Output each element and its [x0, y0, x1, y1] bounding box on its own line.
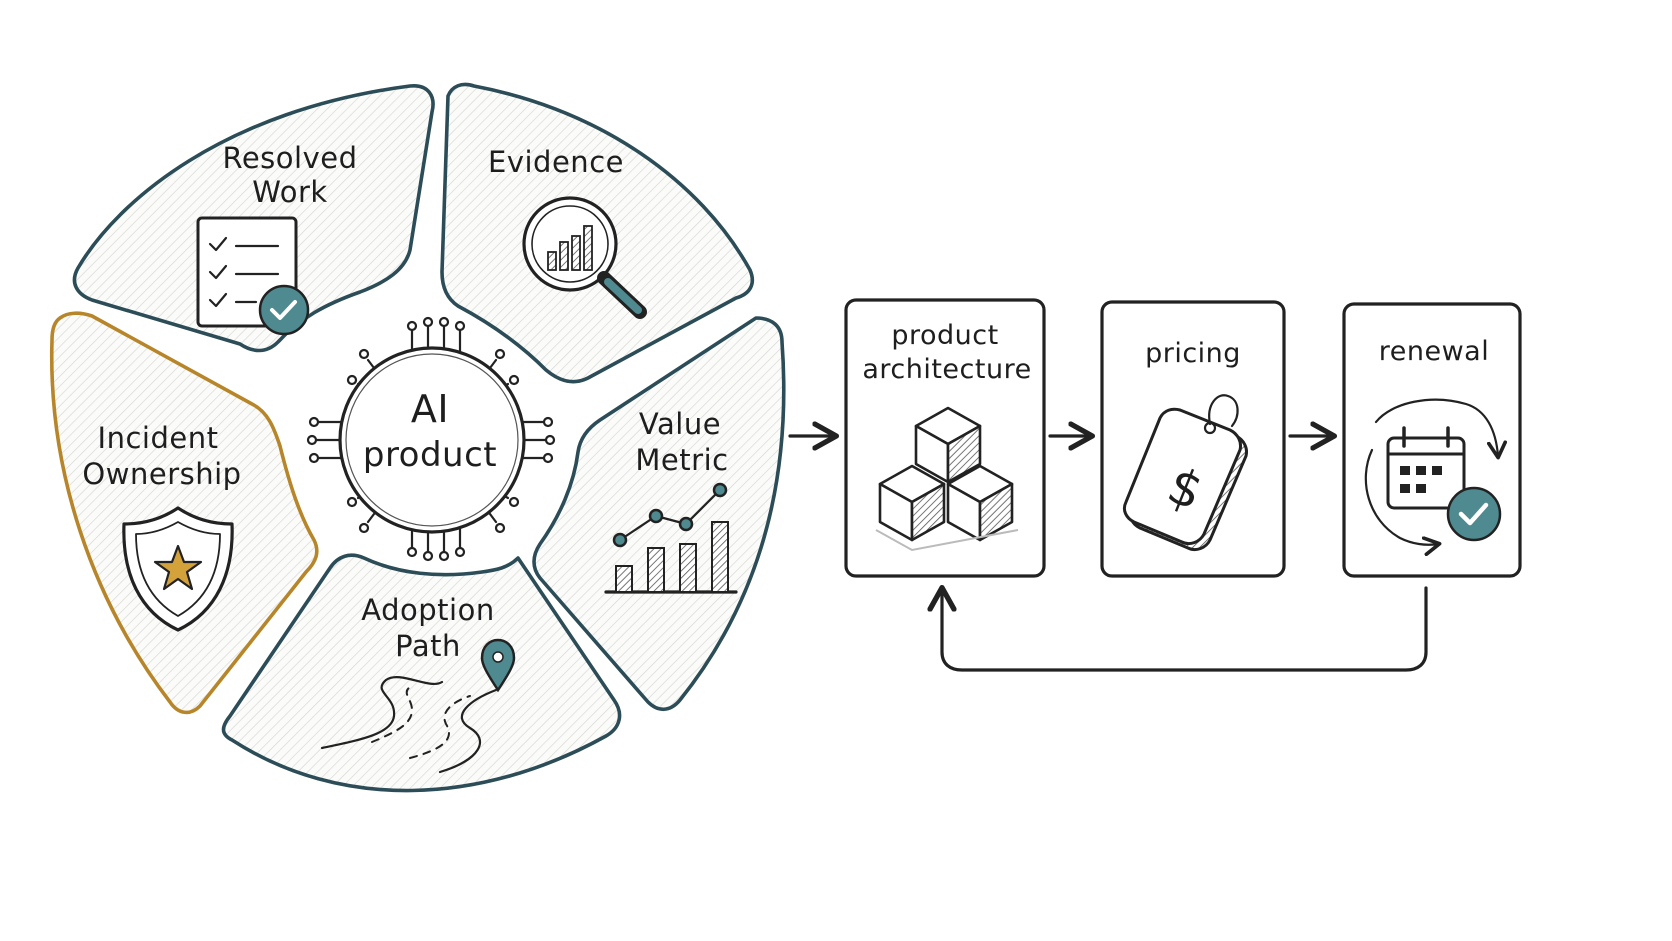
checklist-icon	[196, 216, 310, 336]
value-metric-label-line1: Value	[639, 407, 721, 441]
price-tag-icon: $	[1122, 394, 1248, 552]
winding-road-pin-icon	[320, 638, 516, 774]
shield-star-icon	[122, 506, 234, 632]
adoption-path-label-line2: Path	[395, 629, 461, 663]
hub-label-line2: product	[363, 435, 497, 475]
step-architecture-label-line2: architecture	[862, 354, 1031, 385]
segment-adoption-path	[221, 553, 622, 793]
calendar-cycle-icon	[1364, 398, 1500, 545]
step-box-pricing: pricing $	[1100, 300, 1286, 578]
hub-label-line1: AI	[411, 387, 449, 431]
ai-product-hub: AI product	[306, 316, 556, 562]
step-pricing-label: pricing	[1145, 338, 1241, 369]
arrow-renewal-loop-back	[942, 588, 1428, 672]
resolved-work-label-line2: Work	[252, 175, 327, 209]
value-metric-label-line2: Metric	[635, 443, 728, 477]
cubes-icon	[875, 406, 1019, 552]
evidence-label: Evidence	[488, 145, 624, 179]
incident-ownership-label-line1: Incident	[98, 421, 219, 455]
step-box-product-architecture: product architecture	[844, 298, 1046, 578]
incident-ownership-label-line2: Ownership	[82, 457, 241, 491]
step-architecture-label-line1: product	[891, 320, 998, 351]
hub-circle	[338, 346, 526, 534]
bar-line-chart-icon	[604, 482, 738, 594]
step-box-renewal: renewal	[1342, 302, 1522, 578]
step-renewal-label: renewal	[1379, 336, 1489, 367]
resolved-work-label-line1: Resolved	[222, 141, 357, 175]
magnifier-chart-icon	[522, 196, 647, 319]
circuit-icon	[306, 316, 556, 562]
adoption-path-label-line1: Adoption	[361, 593, 494, 627]
